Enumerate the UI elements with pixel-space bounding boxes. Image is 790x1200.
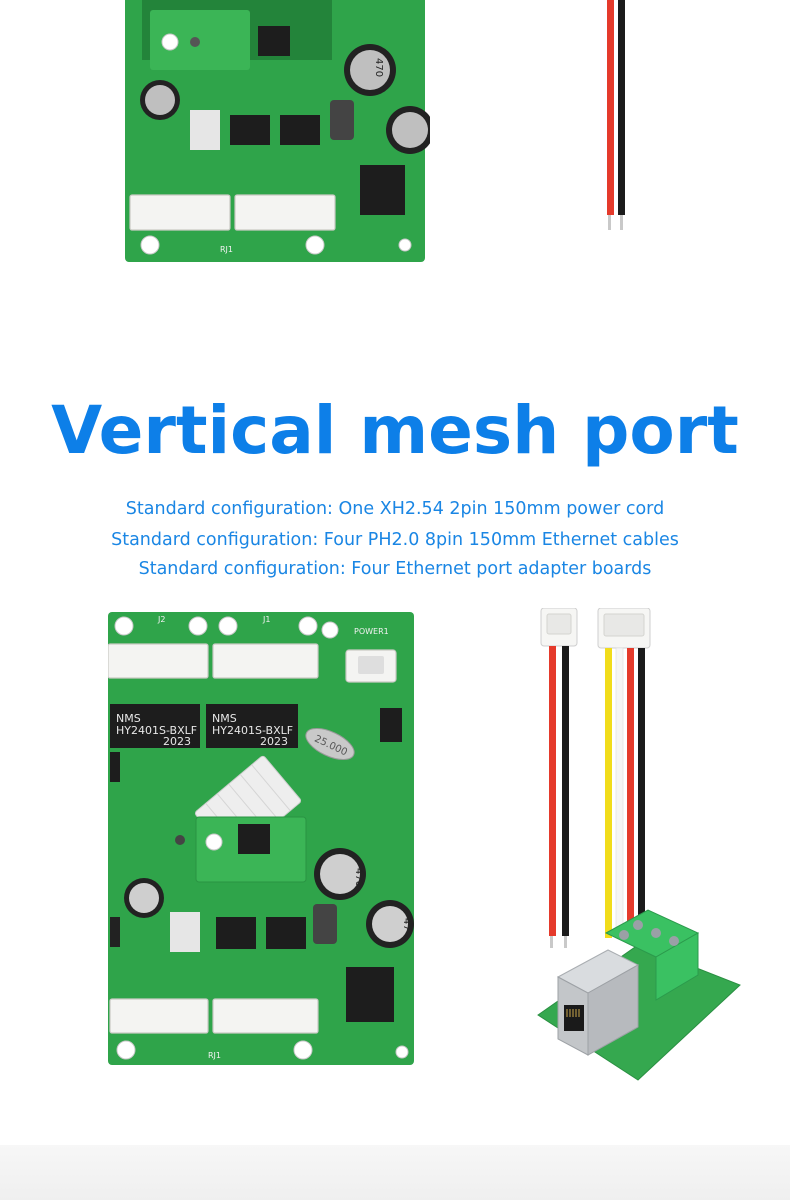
rj45-adapter-image: [537, 909, 741, 1081]
top-board-image: 470 RJ1: [125, 0, 430, 262]
chip-year-1: 2023: [163, 735, 191, 748]
config-line-adapter-boards: Standard configuration: Four Ethernet po…: [138, 559, 652, 579]
power-cord-image: [540, 608, 578, 948]
chip-model-2: HY2401S-BXLF: [212, 724, 293, 737]
cap-label-1: 470: [353, 868, 364, 887]
main-board-image: J2 J1 POWER1 RJ1 NMS HY2401S-BXLF 2023 N…: [108, 612, 414, 1065]
bottom-band: [0, 1145, 790, 1200]
label-power: POWER1: [354, 627, 389, 636]
page-headline: Vertical mesh port: [51, 392, 739, 469]
top-cable-image: [607, 0, 625, 230]
chip-brand-1: NMS: [116, 712, 141, 725]
svg-text:470: 470: [373, 58, 384, 77]
config-line-ethernet-cables: Standard configuration: Four PH2.0 8pin …: [111, 530, 679, 550]
chip-brand-2: NMS: [212, 712, 237, 725]
label-j1: J1: [262, 615, 270, 624]
label-j2: J2: [157, 615, 165, 624]
chip-model-1: HY2401S-BXLF: [116, 724, 197, 737]
label-rj1: RJ1: [208, 1051, 221, 1060]
chip-year-2: 2023: [260, 735, 288, 748]
label-rj1-top: RJ1: [220, 245, 233, 254]
ethernet-cable-image: [597, 608, 651, 939]
config-line-power-cord: Standard configuration: One XH2.54 2pin …: [125, 499, 665, 519]
cap-label-2: 47: [401, 918, 412, 931]
